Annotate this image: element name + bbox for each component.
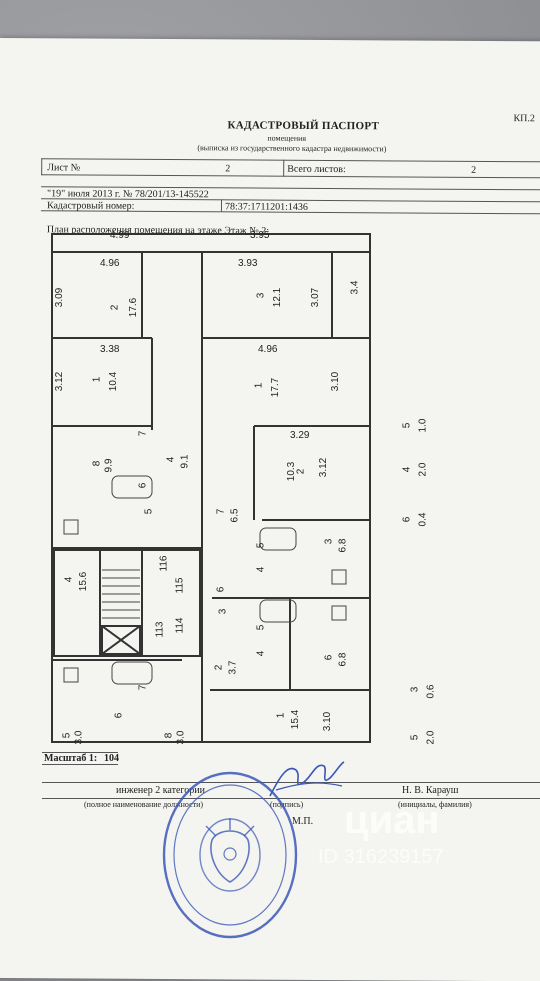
room-3b: 3 bbox=[323, 538, 335, 545]
room-1c: 1 bbox=[275, 712, 287, 719]
document-subtitle: помещения bbox=[267, 133, 307, 143]
outer-04: 0.4 bbox=[417, 512, 429, 527]
record-date: "19" июля 2013 г. № 78/201/13-145522 bbox=[47, 188, 209, 201]
signature-caption: (подпись) bbox=[270, 800, 304, 809]
dim-499: 4.99 bbox=[110, 230, 130, 241]
cadastral-number-label: Кадастровый номер: bbox=[46, 200, 135, 212]
handwritten-signature bbox=[269, 761, 345, 797]
area-121: 12.1 bbox=[272, 287, 284, 308]
dim-338: 3.38 bbox=[100, 344, 120, 355]
area-68a: 6.8 bbox=[337, 538, 349, 553]
area-154: 15.4 bbox=[290, 709, 302, 730]
dim-307: 3.07 bbox=[310, 287, 322, 308]
area-68b: 6.8 bbox=[337, 652, 349, 667]
stamp-place-mark: М.П. bbox=[292, 816, 314, 827]
area-177: 17.7 bbox=[270, 377, 282, 398]
room-2a: 2 bbox=[109, 304, 121, 311]
room-6c: 6 bbox=[323, 654, 335, 661]
area-65: 6.5 bbox=[229, 508, 241, 523]
room-5b: 5 bbox=[255, 542, 267, 549]
scale-value: 104 bbox=[104, 753, 119, 764]
stair-115: 115 bbox=[174, 577, 186, 594]
room-3a: 3 bbox=[255, 292, 267, 299]
room-4d: 4 bbox=[255, 650, 267, 657]
stair-116: 116 bbox=[158, 555, 170, 572]
signer-position: инженер 2 категории bbox=[116, 785, 205, 796]
area-91: 9.1 bbox=[179, 454, 191, 469]
sheet-number: 2 bbox=[225, 163, 231, 175]
area-30b: 3.0 bbox=[175, 730, 187, 745]
room-5d: 5 bbox=[61, 732, 73, 739]
outer-5b: 5 bbox=[409, 734, 421, 741]
area-156: 15.6 bbox=[78, 571, 90, 592]
room-7c: 7 bbox=[137, 684, 149, 691]
scale-label: Масштаб 1: bbox=[44, 753, 98, 764]
document-title: КАДАСТРОВЫЙ ПАСПОРТ bbox=[227, 119, 380, 133]
area-30: 3.0 bbox=[73, 730, 85, 745]
room-4b: 4 bbox=[255, 566, 267, 573]
outer-20b: 2.0 bbox=[425, 730, 437, 745]
room-5a: 5 bbox=[143, 508, 155, 515]
room-7a: 7 bbox=[137, 430, 149, 437]
room-4a: 4 bbox=[165, 456, 177, 463]
signer-name: Н. В. Карауш bbox=[402, 785, 459, 796]
outer-10: 1.0 bbox=[417, 418, 429, 433]
dim-496a: 4.96 bbox=[100, 258, 120, 269]
outer-06: 0.6 bbox=[425, 684, 437, 699]
total-sheets: 2 bbox=[471, 164, 477, 176]
area-104: 10.4 bbox=[108, 371, 120, 392]
form-code: КП.2 bbox=[513, 113, 535, 125]
stair-114: 114 bbox=[174, 617, 186, 634]
outer-5a: 5 bbox=[401, 422, 413, 429]
room-6d: 6 bbox=[113, 712, 125, 719]
dim-309: 3.09 bbox=[54, 287, 66, 308]
cadastral-number: 78:37:1711201:1436 bbox=[224, 201, 308, 213]
floor-plan: 4.99 3.95 4.96 3.93 3.09 3.07 3.4 3.38 3… bbox=[42, 230, 378, 750]
dim-393: 3.93 bbox=[238, 258, 258, 269]
watermark-id: ID 316239157 bbox=[318, 846, 444, 868]
room-6a: 6 bbox=[137, 482, 149, 489]
room-8b: 8 bbox=[163, 732, 175, 739]
outer-20a: 2.0 bbox=[417, 462, 429, 477]
position-caption: (полное наименование должности) bbox=[84, 800, 204, 809]
room-7b: 7 bbox=[215, 508, 227, 515]
sheet-label: Лист № bbox=[47, 162, 81, 174]
room-5c: 5 bbox=[255, 624, 267, 631]
room-8a: 8 bbox=[91, 460, 103, 467]
room-1a: 1 bbox=[91, 376, 103, 383]
dim-496b: 4.96 bbox=[258, 344, 278, 355]
dim-312a: 3.12 bbox=[54, 371, 66, 392]
total-sheets-label: Всего листов: bbox=[287, 163, 346, 176]
dim-34: 3.4 bbox=[349, 280, 361, 295]
outer-4: 4 bbox=[401, 466, 413, 473]
floor-plan-drawing bbox=[51, 233, 371, 743]
official-stamp bbox=[162, 771, 298, 939]
outer-6: 6 bbox=[401, 516, 413, 523]
area-99: 9.9 bbox=[103, 458, 115, 473]
dim-312b: 3.12 bbox=[318, 457, 330, 478]
area-103: 10.3 bbox=[286, 461, 298, 482]
dim-395: 3.95 bbox=[250, 230, 270, 241]
area-176: 17.6 bbox=[128, 297, 140, 318]
name-caption: (инициалы, фамилия) bbox=[398, 800, 472, 809]
room-2c: 2 bbox=[213, 664, 225, 671]
dim-310a: 3.10 bbox=[330, 371, 342, 392]
room-6b: 6 bbox=[215, 586, 227, 593]
room-4c: 4 bbox=[63, 576, 75, 583]
document-subtitle-2: (выписка из государственного кадастра не… bbox=[197, 143, 387, 154]
outer-3: 3 bbox=[409, 686, 421, 693]
room-1b: 1 bbox=[253, 382, 265, 389]
dim-329: 3.29 bbox=[290, 430, 310, 441]
area-37: 3.7 bbox=[227, 660, 239, 675]
dim-310b: 3.10 bbox=[322, 711, 334, 732]
watermark-brand: циан bbox=[344, 798, 440, 842]
stair-113: 113 bbox=[154, 621, 166, 638]
room-3c: 3 bbox=[217, 608, 229, 615]
